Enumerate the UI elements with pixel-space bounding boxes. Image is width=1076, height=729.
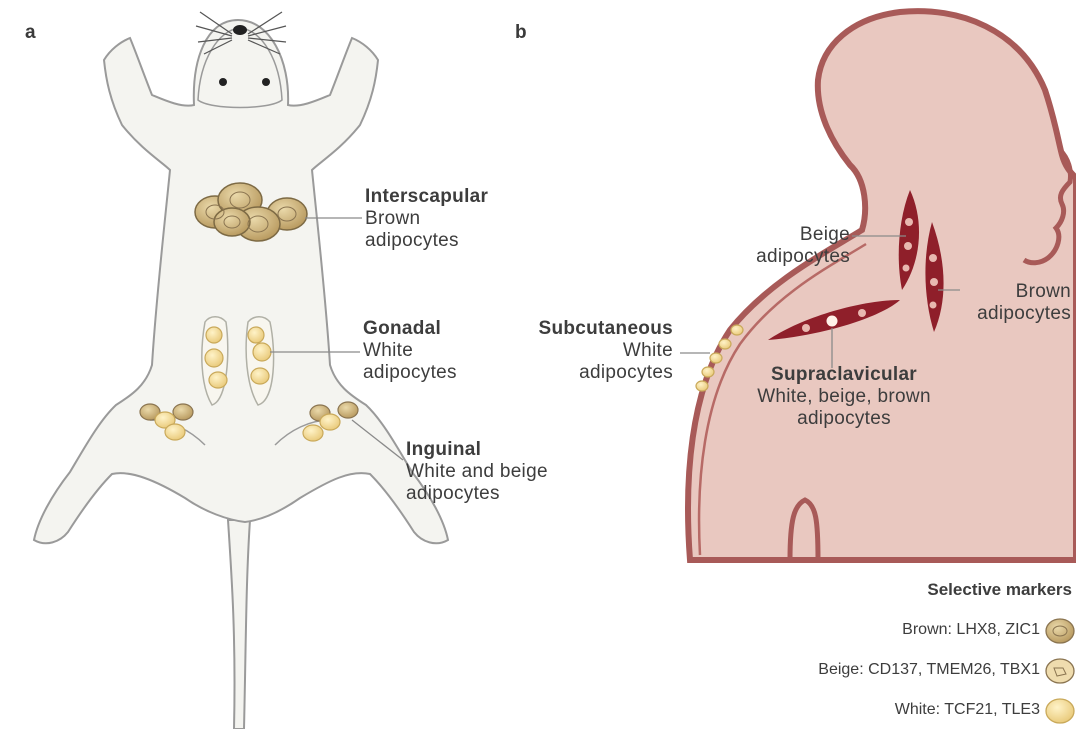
subcutaneous-line2: adipocytes xyxy=(505,362,673,384)
interscapular-line1: Brown xyxy=(365,208,488,230)
gonadal-label: Gonadal White adipocytes xyxy=(363,318,457,384)
supraclavicular-label: Supraclavicular White, beige, brown adip… xyxy=(724,364,964,430)
supraclavicular-line1: White, beige, brown xyxy=(724,386,964,408)
supraclavicular-title: Supraclavicular xyxy=(724,364,964,386)
mouse-tail xyxy=(228,520,250,729)
inguinal-line2: adipocytes xyxy=(406,483,548,505)
brown-label: Brown adipocytes xyxy=(946,281,1071,325)
legend-icons xyxy=(1046,619,1074,723)
brown-line2: adipocytes xyxy=(946,303,1071,325)
interscapular-line2: adipocytes xyxy=(365,230,488,252)
subcutaneous-label: Subcutaneous White adipocytes xyxy=(505,318,673,384)
panel-label-b: b xyxy=(515,22,527,44)
beige-adipocyte-icon xyxy=(1046,659,1074,683)
gonadal-line1: White xyxy=(363,340,457,362)
legend-title: Selective markers xyxy=(820,580,1072,600)
white-adipocyte-icon xyxy=(1046,699,1074,723)
legend-item-beige: Beige: CD137, TMEM26, TBX1 xyxy=(640,661,1040,679)
brown-adipocyte-icon xyxy=(1046,619,1074,643)
inguinal-line1: White and beige xyxy=(406,461,548,483)
beige-label: Beige adipocytes xyxy=(720,224,850,268)
interscapular-label: Interscapular Brown adipocytes xyxy=(365,186,488,252)
mouse-nose xyxy=(233,25,247,35)
beige-line2: adipocytes xyxy=(720,246,850,268)
mouse-eye-right xyxy=(262,78,270,86)
subcutaneous-line1: White xyxy=(505,340,673,362)
brown-line1: Brown xyxy=(946,281,1071,303)
panel-label-a: a xyxy=(25,22,36,44)
beige-line1: Beige xyxy=(720,224,850,246)
inguinal-title: Inguinal xyxy=(406,439,548,461)
legend-item-white: White: TCF21, TLE3 xyxy=(700,701,1040,719)
interscapular-title: Interscapular xyxy=(365,186,488,208)
supraclavicular-line2: adipocytes xyxy=(724,408,964,430)
mouse-eye-left xyxy=(219,78,227,86)
inguinal-label: Inguinal White and beige adipocytes xyxy=(406,439,548,505)
subcutaneous-title: Subcutaneous xyxy=(505,318,673,340)
legend-item-brown: Brown: LHX8, ZIC1 xyxy=(700,621,1040,639)
gonadal-title: Gonadal xyxy=(363,318,457,340)
gonadal-line2: adipocytes xyxy=(363,362,457,384)
